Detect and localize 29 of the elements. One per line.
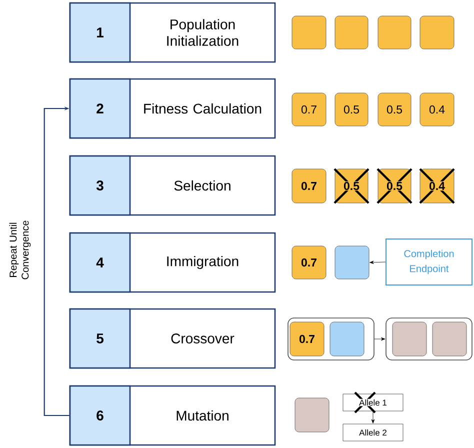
- individual-chip: 0.4: [420, 92, 454, 126]
- loop-arrow: [44, 106, 70, 416]
- individual-chip: 0.7: [292, 246, 326, 280]
- arrow: [374, 337, 386, 341]
- individual-chip: [378, 16, 412, 50]
- edge-label: Repeat Until Convergence: [9, 220, 31, 280]
- individual-chip: [330, 322, 364, 356]
- individual-chip: 0.7: [292, 168, 326, 204]
- individual-chip: [294, 398, 330, 432]
- individual-chip: [420, 16, 454, 50]
- individual-chip: [392, 322, 427, 356]
- individual-chip: 0.5: [334, 92, 368, 126]
- individual-chip: 0.5: [378, 92, 412, 126]
- step-box: 6 Mutation: [69, 385, 276, 446]
- endpoint-box: Completion Endpoint: [386, 238, 472, 286]
- individual-chip: 0.7: [290, 322, 324, 356]
- step-box: 4 Immigration: [69, 232, 276, 293]
- individual-chip: [334, 246, 370, 280]
- individual-chip: 0.7: [292, 92, 326, 126]
- step-box: 3 Selection: [69, 155, 276, 216]
- allele-box: Allele 2: [342, 424, 404, 442]
- step-box: 2 Fitness Calculation: [69, 78, 276, 139]
- individual-chip: [334, 16, 368, 50]
- step-box: 5 Crossover: [69, 308, 276, 369]
- arrow: [371, 411, 375, 424]
- step-box: 1 Population Initialization: [69, 2, 276, 63]
- arrow: [370, 260, 386, 264]
- individual-chip: [292, 16, 326, 50]
- individual-chip: [432, 322, 467, 356]
